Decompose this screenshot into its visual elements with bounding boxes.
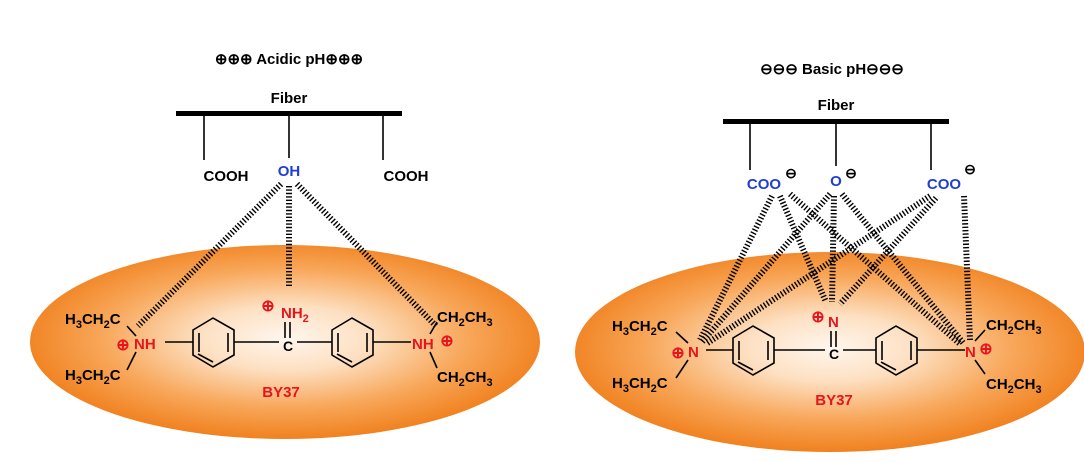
left-ethyl-bottom: H3CH2C <box>612 375 668 395</box>
group-right: COO <box>927 176 962 193</box>
left-amine-charge: ⊕ <box>671 345 684 362</box>
right-amine-charge: ⊕ <box>440 333 453 350</box>
left-ethyl-top: H3CH2C <box>612 318 668 338</box>
bond <box>675 359 689 379</box>
bond <box>429 351 438 369</box>
dye-label: BY37 <box>262 384 300 401</box>
right-amine-charge: ⊕ <box>979 341 992 358</box>
right-ethyl-top: CH2CH3 <box>437 309 493 329</box>
interaction-line <box>961 195 973 341</box>
left-ethyl-bottom: H3CH2C <box>65 367 121 387</box>
bond <box>126 325 137 337</box>
right-ethyl-bottom: CH2CH3 <box>437 369 493 389</box>
fiber-label: Fiber <box>271 90 308 107</box>
interaction-line <box>829 195 837 303</box>
panel-basic: ⊖⊖⊖ Basic pH⊖⊖⊖ Fiber COO ⊖ O ⊖ COO ⊖ ⊕ … <box>575 61 1084 452</box>
anion-charge-center: ⊖ <box>845 165 857 181</box>
group-left: COO <box>747 176 782 193</box>
right-amine: N <box>965 344 976 361</box>
dye-label: BY37 <box>815 392 853 409</box>
right-amine: NH <box>412 336 434 353</box>
iminium-charge: ⊕ <box>811 309 824 326</box>
bond <box>974 359 986 375</box>
interaction-line <box>294 181 439 329</box>
interaction-line <box>788 191 962 347</box>
benzene-ring-right <box>875 325 918 376</box>
right-ethyl-bottom: CH2CH3 <box>986 376 1042 396</box>
fiber-bar <box>723 119 949 124</box>
interaction-line <box>839 192 967 346</box>
interaction-line <box>135 181 284 329</box>
dye-ellipse <box>575 252 1084 452</box>
left-ethyl-top: H3CH2C <box>65 311 121 331</box>
bond <box>126 351 137 371</box>
benzene-ring-left <box>732 325 775 376</box>
anion-charge-left: ⊖ <box>785 165 797 181</box>
bond <box>675 331 689 344</box>
bond <box>974 329 986 342</box>
right-ethyl-top: CH2CH3 <box>986 317 1042 337</box>
benzene-ring-left <box>192 317 235 368</box>
panel-acidic: ⊕⊕⊕ Acidic pH⊕⊕⊕ Fiber COOH OH COOH ⊕ NH… <box>30 51 540 439</box>
group-center: OH <box>278 163 301 180</box>
fiber-bar <box>176 111 402 116</box>
central-carbon: C <box>283 338 293 354</box>
anion-charge-right: ⊖ <box>964 161 976 177</box>
interaction-line <box>704 193 932 347</box>
group-left: COOH <box>204 168 249 185</box>
group-center: O <box>830 173 842 190</box>
left-amine: NH <box>134 336 156 353</box>
interaction-line <box>837 195 939 307</box>
left-amine: N <box>688 344 699 361</box>
benzene-ring-right <box>331 317 374 368</box>
left-amine-charge: ⊕ <box>116 337 129 354</box>
group-right: COOH <box>384 168 429 185</box>
bond <box>429 321 438 335</box>
panel-title: ⊕⊕⊕ Acidic pH⊕⊕⊕ <box>215 51 363 68</box>
iminium-group: NH2 <box>281 305 309 325</box>
dye-ellipse <box>30 245 540 439</box>
iminium-charge: ⊕ <box>261 298 274 315</box>
interaction-lines <box>697 191 973 347</box>
iminium-group: N <box>828 314 839 331</box>
fiber-label: Fiber <box>818 97 855 114</box>
interaction-line <box>777 194 829 304</box>
panel-title: ⊖⊖⊖ Basic pH⊖⊖⊖ <box>760 61 904 78</box>
central-carbon: C <box>829 346 839 362</box>
